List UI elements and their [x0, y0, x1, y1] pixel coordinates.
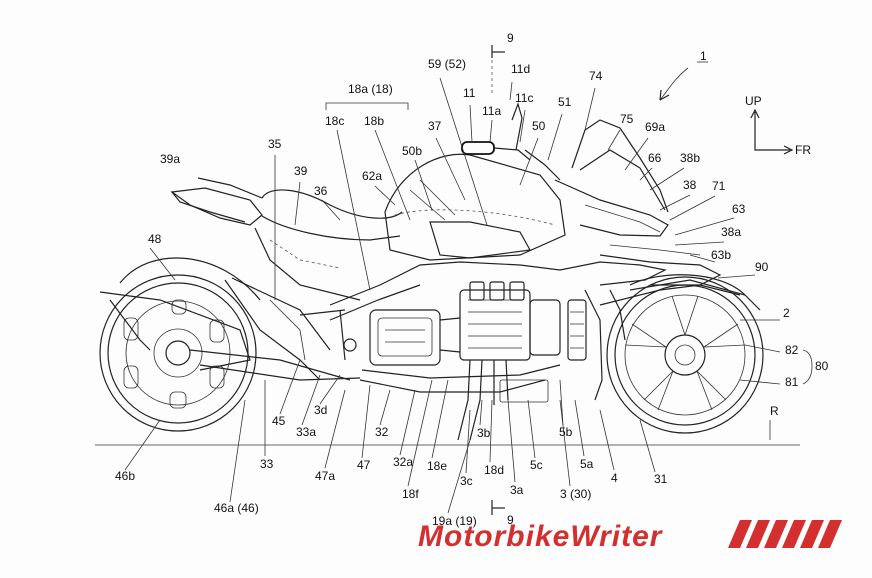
section-line-9	[491, 45, 505, 515]
reference-labels: 18a (18) 18c 18b 35 39a 39 36 62a 37 50b 59 (52) 11…	[115, 57, 829, 528]
ref-label-l11: 59 (52)	[428, 57, 466, 71]
ref-label-l33: 80	[815, 359, 829, 373]
ref-label-l6: 39	[294, 164, 308, 178]
ref-label-l21: 66	[648, 151, 662, 165]
rear-wheel	[99, 274, 257, 432]
ref-label-l15: 11c	[515, 91, 533, 105]
ref-label-l35: 46b	[115, 469, 135, 483]
ref-label-l50: 3a	[510, 483, 524, 497]
direction-indicator	[750, 108, 794, 155]
ref-label-l49: 18d	[484, 463, 504, 477]
fuel-tank	[384, 153, 566, 261]
ref-label-l9: 37	[428, 119, 442, 133]
front-fender	[629, 279, 761, 311]
main-frame	[299, 261, 521, 361]
front-wheel	[606, 274, 764, 434]
ref-label-l57: 19a (19)	[432, 514, 477, 528]
ref-label-l37: 33	[260, 457, 274, 471]
ref-label-l25: 63	[732, 202, 746, 216]
ref-label-l22: 38b	[680, 151, 700, 165]
ref-label-l48: 3c	[460, 474, 473, 488]
ref-label-l52: 5b	[559, 425, 573, 439]
ref-label-l51: 5c	[530, 458, 543, 472]
ref-label-l17: 50	[532, 119, 546, 133]
ref-label-l36: 46a (46)	[214, 501, 259, 515]
section-mark-bottom: 9	[507, 513, 514, 527]
ref-label-l39: 33a	[296, 425, 316, 439]
ref-label-l31: 82	[785, 343, 799, 357]
exhaust-pipes	[457, 359, 509, 441]
ref-label-l8: 62a	[362, 169, 382, 183]
direction-fr-label: FR	[795, 143, 811, 157]
front-fairing	[519, 119, 722, 286]
leader-lines	[124, 77, 813, 514]
ref-label-l5: 39a	[160, 152, 180, 166]
watermark-stripes	[728, 520, 842, 548]
ref-label-l41: 47a	[315, 469, 335, 483]
direction-up-label: UP	[745, 94, 762, 108]
ref-label-l4: 35	[268, 137, 282, 151]
front-suspension	[567, 284, 741, 401]
ref-label-l23: 38	[683, 178, 697, 192]
ref-label-l34: R	[770, 404, 779, 418]
tail-section	[119, 177, 263, 301]
ref-label-l30: 2	[783, 306, 790, 320]
ref-label-l20: 69a	[645, 120, 665, 134]
handlebar	[461, 102, 561, 181]
watermark: MotorbikeWriter	[418, 520, 842, 553]
ref-label-l16: 51	[558, 95, 572, 109]
ref-label-l54: 3 (30)	[560, 487, 591, 501]
seat	[254, 189, 403, 301]
ref-label-l53: 5a	[580, 457, 594, 471]
ref-label-l44: 32a	[393, 455, 413, 469]
ref-label-l2: 18c	[325, 114, 344, 128]
ref-label-l27: 63b	[711, 248, 731, 262]
figure-ref-label: 1	[700, 49, 707, 63]
ref-label-l13: 11d	[511, 62, 530, 76]
ref-label-l56: 31	[654, 472, 668, 486]
ref-label-l19: 75	[620, 112, 634, 126]
section-mark-top: 9	[507, 31, 514, 45]
ref-label-l40: 3d	[314, 403, 327, 417]
ref-label-l12: 11	[463, 86, 476, 100]
ref-label-l43: 32	[375, 425, 389, 439]
ref-label-l26: 38a	[721, 225, 741, 239]
ref-label-l28: 90	[755, 260, 769, 274]
ref-label-l32: 81	[785, 375, 799, 389]
ref-label-l24: 71	[712, 179, 726, 193]
ref-label-l55: 4	[611, 471, 618, 485]
watermark-text: MotorbikeWriter	[418, 520, 664, 553]
ref-label-l1: 18a (18)	[348, 82, 393, 96]
rear-swingarm	[99, 277, 361, 381]
ref-label-l47: 3b	[477, 426, 491, 440]
ref-label-l7: 36	[314, 184, 328, 198]
ref-label-l3: 18b	[364, 114, 384, 128]
ref-label-l42: 47	[357, 458, 371, 472]
ref-label-l46: 18f	[402, 487, 419, 501]
ref-label-l38: 45	[272, 414, 286, 428]
figure-ref-arrow	[659, 61, 708, 101]
ref-label-l45: 18e	[427, 459, 447, 473]
ref-label-l18: 74	[589, 69, 603, 83]
ref-label-l10: 50b	[402, 144, 422, 158]
ref-label-l14: 11a	[482, 104, 501, 118]
ref-label-l29: 48	[148, 232, 162, 246]
engine	[359, 281, 561, 403]
